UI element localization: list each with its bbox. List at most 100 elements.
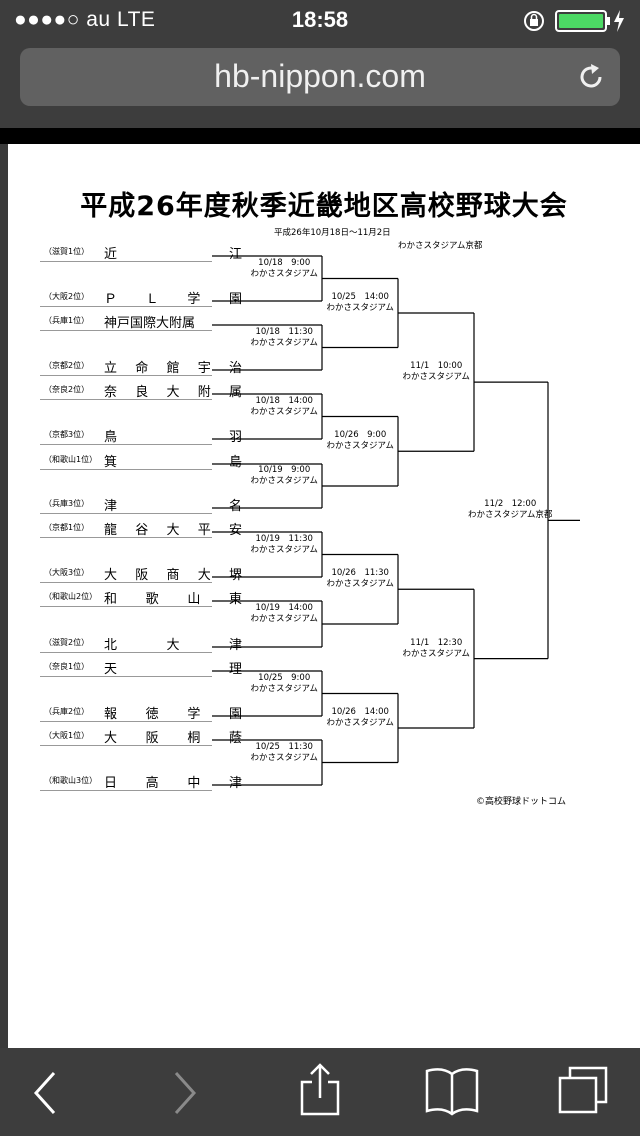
team-seed: （奈良2位） (44, 385, 90, 394)
team-seed: （京都3位） (44, 430, 90, 439)
team-seed: （和歌山1位） (44, 455, 98, 464)
match-venue: わかさスタジアム (326, 303, 394, 313)
team-underline (40, 745, 212, 746)
match-venue: わかさスタジアム (326, 579, 394, 590)
match-venue: わかさスタジアム (326, 718, 394, 728)
match-venue: わかさスタジアム (250, 337, 318, 348)
match-venue: わかさスタジアム (402, 648, 470, 659)
team-row: （和歌山2位）和歌山東 (40, 587, 242, 607)
team-row: （和歌山3位） 日高中津 (40, 771, 242, 791)
bookmarks-icon[interactable] (424, 1066, 480, 1120)
match-venue: わかさスタジアム (250, 406, 318, 417)
team-row: （奈良2位） 奈良大附属 (40, 380, 242, 400)
page-title: 平成26年度秋季近畿地区高校野球大会 (80, 191, 568, 222)
team-underline (40, 721, 212, 722)
bracket-lines (212, 255, 580, 786)
team-name: 箕島 (104, 455, 242, 470)
match-date: 11/2 12:00 (484, 499, 537, 510)
team-row: （京都2位）立命館宇治 (40, 356, 242, 376)
team-underline (40, 606, 212, 607)
team-underline (40, 306, 212, 307)
match-date: 11/1 12:30 (410, 637, 463, 648)
team-seed: （京都1位） (44, 523, 90, 532)
team-seed: （大阪3位） (44, 568, 90, 577)
team-underline (40, 261, 212, 262)
team-row: （和歌山1位） 箕島 (40, 450, 242, 470)
address-bar[interactable]: hb-nippon.com (20, 48, 620, 106)
team-name: 天理 (104, 662, 242, 677)
team-underline (40, 375, 212, 376)
team-seed: （兵庫1位） (44, 316, 90, 325)
team-seed: （兵庫2位） (44, 707, 90, 716)
team-seed: （大阪1位） (44, 731, 90, 740)
team-name: 奈良大附属 (104, 385, 242, 400)
team-seed: （和歌山3位） (44, 776, 98, 785)
match-venue: わかさスタジアム (250, 683, 318, 694)
team-name: 大阪桐蔭 (104, 731, 242, 746)
team-name: 龍谷大平安 (104, 523, 242, 538)
team-row: （兵庫1位） 神戸国際大附属 (40, 311, 212, 331)
team-seed: （滋賀2位） (44, 638, 90, 647)
team-underline (40, 790, 212, 791)
tabs-icon[interactable] (556, 1064, 612, 1122)
team-row: （大阪1位） 大阪桐蔭 (40, 726, 242, 746)
status-right (520, 8, 630, 32)
match-venue: わかさスタジアム京都 (468, 510, 553, 521)
match-date: 10/26 14:00 (331, 707, 389, 717)
team-name: 報徳学園 (104, 707, 242, 722)
match-date: 10/18 14:00 (255, 395, 313, 406)
match-date: 10/18 9:00 (258, 257, 311, 268)
team-underline (40, 513, 212, 514)
match-venue: わかさスタジアム (250, 752, 318, 763)
team-name: 近江 (104, 247, 242, 262)
team-row: （滋賀2位） 北大津 (40, 633, 242, 653)
match-date: 10/18 11:30 (255, 326, 313, 337)
forward-icon[interactable] (170, 1070, 200, 1120)
team-underline (40, 330, 212, 331)
match-date: 10/25 14:00 (331, 292, 389, 302)
match-date: 10/25 11:30 (255, 741, 313, 752)
share-icon[interactable] (298, 1062, 342, 1122)
url-text[interactable]: hb-nippon.com (214, 58, 426, 94)
reload-icon[interactable] (576, 62, 606, 96)
team-row: （滋賀1位）近江 (40, 242, 242, 262)
carrier-signal: ●●●●○ au LTE (14, 8, 156, 31)
match-date: 10/19 9:00 (258, 465, 311, 475)
battery-icon (555, 10, 610, 32)
back-icon[interactable] (30, 1070, 60, 1120)
team-underline (40, 469, 212, 470)
team-underline (40, 652, 212, 653)
team-underline (40, 399, 212, 400)
page-top-margin (0, 128, 640, 144)
charging-icon (614, 10, 624, 32)
team-name: 大阪商大堺 (104, 568, 242, 583)
tournament-dates: 平成26年10月18日～11月2日 (274, 228, 391, 238)
team-name: 鳥羽 (104, 430, 242, 445)
team-name: 北大津 (104, 638, 242, 653)
bracket-page: 平成26年度秋季近畿地区高校野球大会 平成26年10月18日～11月2日 わかさ… (8, 144, 640, 1048)
team-name: 津名 (104, 499, 242, 514)
team-name: 神戸国際大附属 (104, 316, 196, 331)
team-seed: （京都2位） (44, 361, 90, 370)
team-row: （大阪3位） 大阪商大堺 (40, 563, 242, 583)
team-underline (40, 582, 212, 583)
match-venue: わかさスタジアム (250, 614, 318, 624)
team-name: 日高中津 (104, 776, 242, 791)
match-venue: わかさスタジアム (326, 441, 394, 452)
match-date: 11/1 10:00 (410, 361, 463, 372)
